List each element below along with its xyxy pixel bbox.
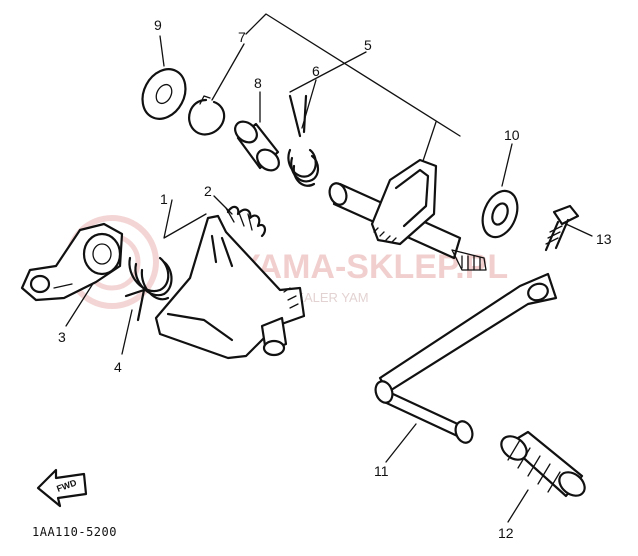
part-label-11: 11	[374, 463, 389, 479]
part-label-2: 2	[204, 183, 212, 199]
part-10-oil-seal	[481, 189, 519, 239]
part-label-1: 1	[160, 191, 168, 207]
part-label-5: 5	[364, 37, 372, 53]
part-label-12: 12	[498, 525, 514, 541]
part-label-7: 7	[238, 29, 246, 45]
diagram-code: 1AA110-5200	[32, 525, 117, 539]
part-2-spring	[225, 205, 267, 238]
part-7-circlip	[188, 95, 226, 136]
part-labels: 9 7 8 6 5 10 2 1 13 3 4 11 12	[58, 17, 612, 541]
bracket-5	[245, 13, 461, 171]
part-label-4: 4	[114, 359, 122, 375]
part-label-3: 3	[58, 329, 66, 345]
part-9-washer	[141, 68, 187, 120]
part-3-lever	[20, 222, 124, 302]
part-5-shift-shaft	[328, 158, 487, 271]
part-label-9: 9	[154, 17, 162, 33]
part-label-10: 10	[504, 127, 520, 143]
forward-arrow: FWD	[36, 468, 88, 508]
part-6-spring	[287, 94, 320, 187]
part-label-6: 6	[312, 63, 320, 79]
part-1-stopper-lever	[154, 214, 306, 360]
part-label-13: 13	[596, 231, 612, 247]
part-12-rubber	[500, 430, 586, 498]
part-4-spring	[124, 256, 173, 322]
part-label-8: 8	[254, 75, 262, 91]
part-13-bolt	[544, 204, 580, 252]
part-11-shift-pedal	[374, 272, 558, 444]
bracket-1	[163, 199, 207, 239]
part-8-collar	[234, 120, 280, 172]
watermark-text: YAMA-SKLEP.PL	[238, 248, 508, 286]
